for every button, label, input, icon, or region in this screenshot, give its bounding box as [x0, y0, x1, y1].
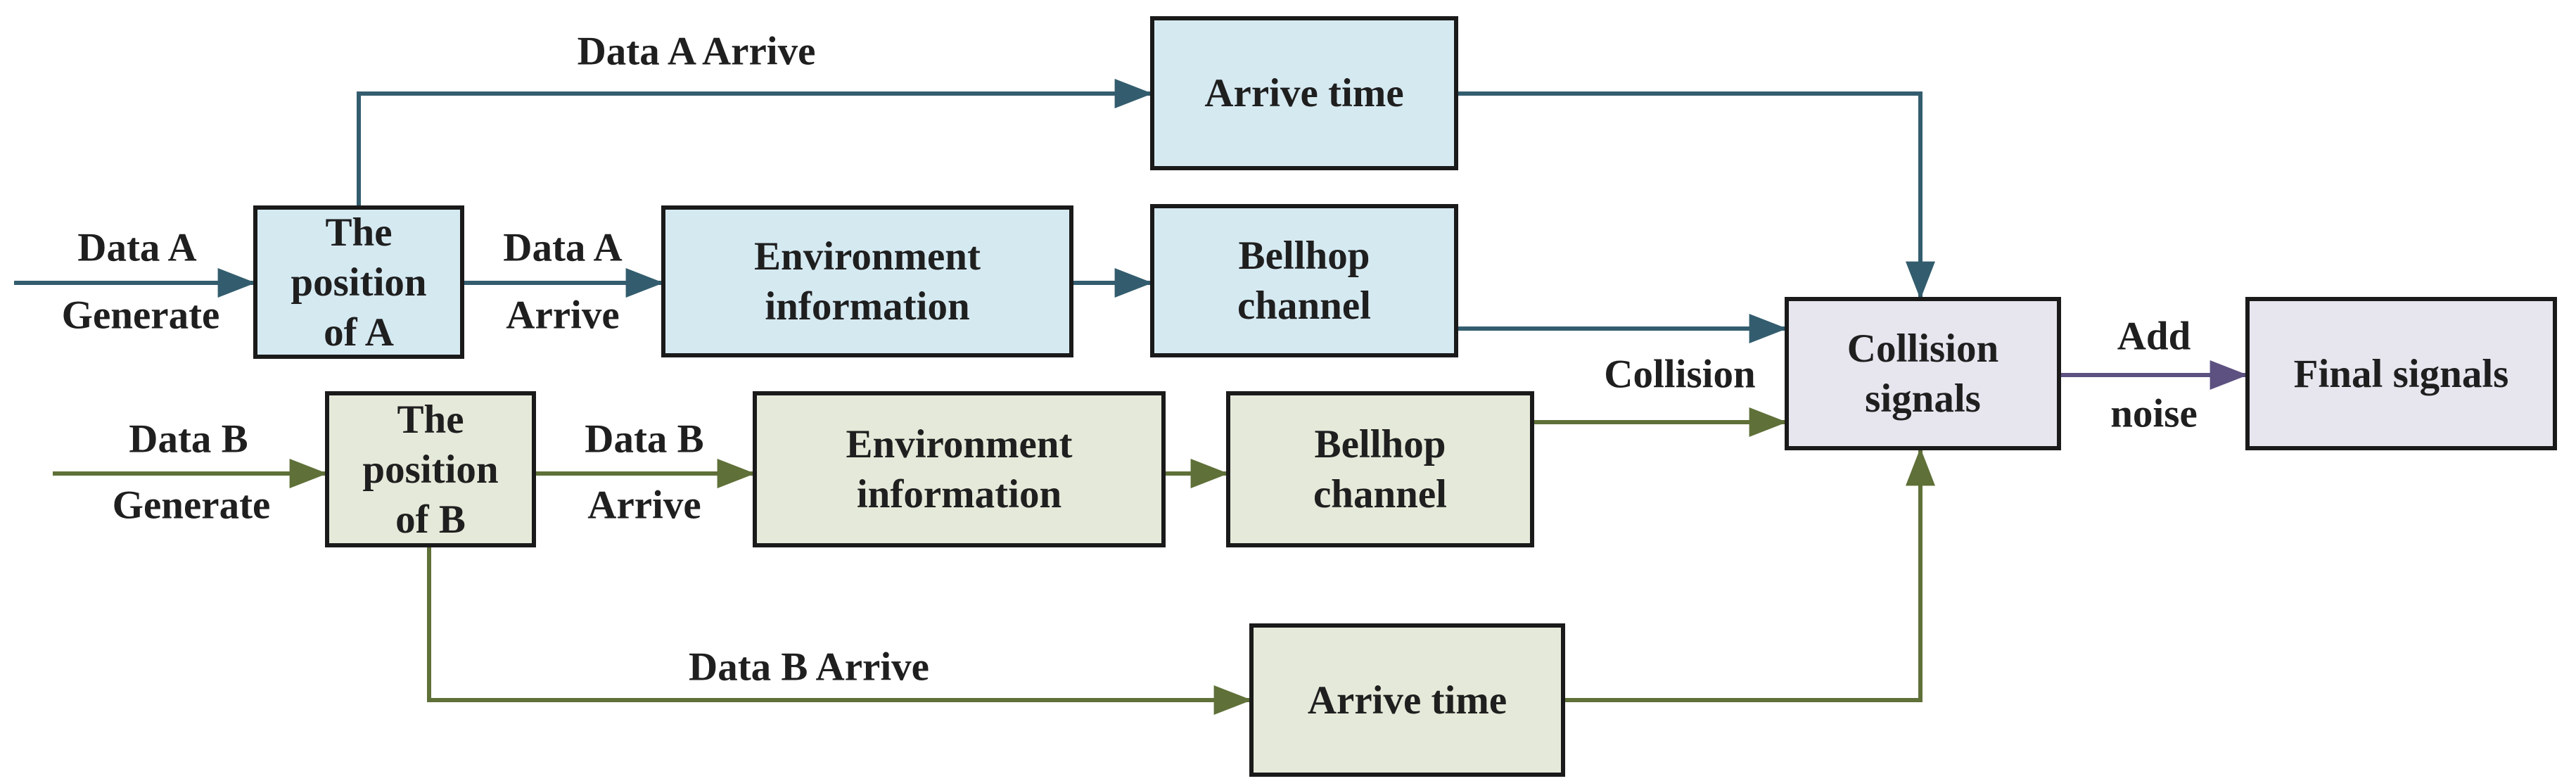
node-arrive-time-a-label: Arrive time — [1204, 71, 1404, 115]
node-position-a: The position of A — [253, 205, 464, 359]
node-bellhop-b-line2: channel — [1313, 472, 1448, 516]
edge-label-data-b-arrive-mid-bottom: Arrive — [587, 483, 701, 528]
edge-label-collision: Collision — [1604, 352, 1756, 397]
node-environment-a-line2: information — [765, 284, 970, 329]
node-bellhop-a-line1: Bellhop — [1238, 234, 1370, 278]
node-collision-signals-line2: signals — [1865, 376, 1981, 421]
node-position-b: The position of B — [325, 391, 536, 547]
edge-label-data-b-generate-bottom: Generate — [112, 483, 271, 528]
node-position-b-line1: The — [397, 397, 464, 442]
node-final-signals-label: Final signals — [2293, 351, 2509, 396]
node-environment-a-line1: Environment — [754, 234, 981, 279]
edge-label-data-b-arrive-mid-top: Data B — [585, 417, 704, 462]
node-environment-a: Environment information — [661, 205, 1073, 357]
node-arrive-time-b: Arrive time — [1249, 623, 1565, 777]
edge-arrive-time-b-to-collision — [1565, 447, 1935, 702]
node-bellhop-b-line1: Bellhop — [1314, 422, 1446, 466]
node-bellhop-a: Bellhop channel — [1150, 204, 1458, 357]
node-final-signals: Final signals — [2245, 297, 2557, 450]
node-position-a-line1: The — [325, 210, 393, 255]
node-environment-b-line2: information — [856, 472, 1062, 516]
edge-position-b-to-arrive-time-b — [427, 547, 1252, 715]
edge-label-add-noise-top: Add — [2117, 314, 2191, 359]
node-environment-b-line1: Environment — [846, 422, 1073, 466]
node-bellhop-b: Bellhop channel — [1226, 391, 1534, 547]
node-position-a-line3: of A — [324, 310, 394, 355]
node-arrive-time-a: Arrive time — [1150, 16, 1458, 170]
edge-label-data-b-arrive-bottom: Data B Arrive — [689, 645, 929, 690]
edge-label-data-a-arrive-top: Data A Arrive — [577, 29, 816, 74]
edge-label-data-a-generate-top: Data A — [77, 225, 197, 270]
node-position-b-line2: position — [362, 447, 499, 492]
node-collision-signals-line1: Collision — [1847, 326, 1999, 371]
edge-label-add-noise-bottom: noise — [2110, 391, 2198, 436]
node-bellhop-a-line2: channel — [1237, 284, 1372, 328]
node-position-b-line3: of B — [395, 497, 466, 542]
node-position-a-line2: position — [291, 260, 427, 305]
edge-arrive-time-a-to-collision — [1458, 91, 1935, 300]
node-environment-b: Environment information — [753, 391, 1166, 547]
edge-label-data-b-generate-top: Data B — [129, 417, 248, 462]
edge-label-data-a-arrive-mid-bottom: Arrive — [506, 293, 620, 338]
edge-label-data-a-generate-bottom: Generate — [61, 293, 220, 338]
edge-position-a-to-arrive-time-a — [357, 79, 1153, 205]
node-collision-signals: Collision signals — [1785, 297, 2061, 450]
node-arrive-time-b-label: Arrive time — [1307, 678, 1507, 723]
edge-label-data-a-arrive-mid-top: Data A — [503, 225, 623, 270]
